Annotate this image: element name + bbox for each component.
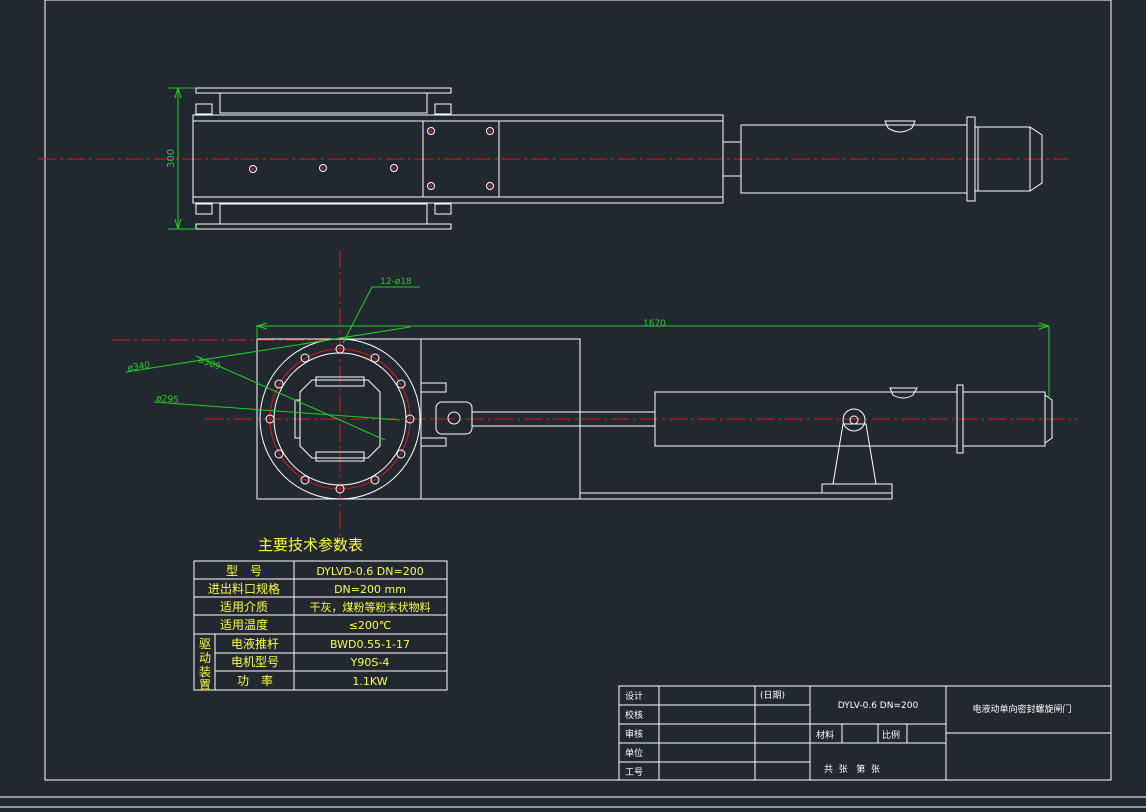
table-row-value: 干灰，煤粉等粉末状物料 [310, 600, 431, 614]
dimension-300-label: 300 [166, 149, 177, 168]
title-block-label-review: 审核 [625, 728, 643, 740]
title-block-date-label: (日期) [760, 690, 785, 701]
table-row: 电机型号 Y90S-4 [231, 655, 389, 669]
dia-340-label: ø340 [127, 360, 151, 373]
table-row-value: DN=200 mm [334, 583, 406, 596]
title-block-drawing-name: 电液动单向密封螺旋闸门 [972, 703, 1071, 715]
title-block-label-job-number: 工号 [625, 767, 643, 778]
table-row-value: Y90S-4 [350, 656, 390, 669]
table-row: 型 号 DYLVD-0.6 DN=200 [226, 564, 424, 578]
table-row: 适用温度 ≤200℃ [220, 617, 391, 632]
dia-309-label: ø309 [197, 355, 222, 372]
title-block-model: DYLV-0.6 DN=200 [838, 701, 919, 711]
title-block-label-design: 设计 [625, 690, 643, 702]
table-row-value: BWD0.55-1-17 [330, 638, 410, 651]
drive-group-char: 动 [199, 651, 211, 665]
bolt-circle [269, 348, 411, 490]
table-row: 电液推杆 BWD0.55-1-17 [231, 636, 410, 651]
table-row: 适用介质 干灰，煤粉等粉末状物料 [220, 600, 431, 614]
title-block-material-label: 材料 [816, 729, 834, 741]
top-view-holes [249, 127, 494, 190]
top-view: 300 [38, 87, 1068, 230]
table-row-label: 进出料口规格 [208, 581, 280, 596]
drive-group-char: 置 [199, 678, 211, 692]
table-row-label: 型 号 [226, 564, 262, 578]
holes-12-dia18-label: 12-ø18 [380, 277, 412, 287]
table-row-value: 1.1KW [352, 675, 387, 688]
drive-group-char: 驱 [199, 637, 211, 651]
table-row-label: 功 率 [237, 673, 273, 688]
table-row-label: 电机型号 [231, 655, 279, 669]
table-row-value: DYLVD-0.6 DN=200 [316, 565, 423, 578]
flange-bolt-holes [265, 344, 415, 494]
dimension-1670-label: 1670 [643, 319, 666, 329]
dia-295-label: ø295 [156, 394, 179, 406]
table-row-label: 电液推杆 [231, 636, 279, 651]
title-block-sheets-label: 共 张 第 张 [824, 763, 880, 775]
drive-group-label: 驱 动 装 置 [199, 637, 211, 692]
table-row-label: 适用介质 [220, 600, 268, 614]
front-view: 1670 12-ø18 ø340 ø309 ø295 [112, 250, 1078, 542]
title-block-label-unit: 单位 [625, 747, 643, 759]
title-block: 设计 校核 审核 单位 工号 (日期) DYLV-0.6 DN=200 电液动单… [618, 685, 1112, 781]
drive-group-char: 装 [199, 665, 211, 679]
title-block-scale-label: 比例 [882, 729, 900, 741]
table-row: 功 率 1.1KW [237, 673, 388, 688]
title-block-label-check: 校核 [625, 709, 643, 721]
parameters-table-title: 主要技术参数表 [258, 536, 363, 554]
technical-parameters-table: 主要技术参数表 型 号 DYLVD-0.6 DN=200 进出料口规格 DN=2… [193, 536, 448, 692]
table-row-value: ≤200℃ [349, 619, 392, 632]
table-row: 进出料口规格 DN=200 mm [208, 581, 406, 596]
table-row-label: 适用温度 [220, 617, 268, 632]
